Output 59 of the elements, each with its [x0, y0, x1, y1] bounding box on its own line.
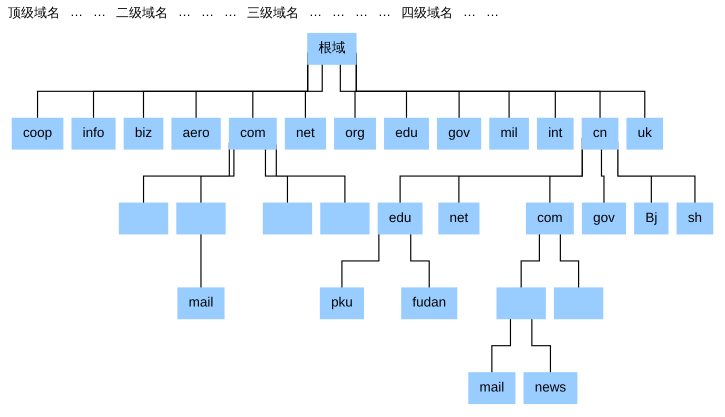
- ellipsis-text: …: [378, 4, 391, 21]
- node-box: coop: [12, 118, 64, 150]
- node-box: [496, 287, 546, 320]
- ellipsis-text: …: [178, 4, 191, 21]
- node-box: [262, 202, 312, 234]
- node-box: com: [526, 202, 574, 234]
- domain-level-label: 四级域名: [401, 4, 453, 22]
- connector: [520, 234, 540, 288]
- node-box: biz: [124, 118, 164, 150]
- node-box: net: [284, 118, 326, 150]
- node-box: org: [334, 118, 376, 150]
- node-box: com: [228, 118, 277, 150]
- connector: [340, 64, 356, 119]
- ellipsis-text: …: [332, 4, 345, 21]
- domain-level-label: 顶级域名: [8, 4, 60, 22]
- node-box: 根域: [307, 32, 357, 65]
- node-box: uk: [626, 118, 664, 150]
- node-box: mil: [489, 118, 529, 150]
- domain-level-label: 二级域名: [116, 4, 168, 22]
- ellipsis-text: …: [463, 4, 476, 21]
- node-box: edu: [378, 202, 423, 234]
- node-box: fudan: [401, 287, 458, 320]
- connector: [600, 149, 605, 204]
- node-box: net: [438, 202, 480, 234]
- node-box: [320, 202, 370, 234]
- node-box: [176, 202, 226, 234]
- node-box: mail: [468, 372, 516, 404]
- connector: [200, 234, 202, 288]
- connector: [304, 64, 323, 119]
- node-box: pku: [320, 287, 364, 320]
- connector: [410, 234, 430, 288]
- connector: [560, 234, 580, 288]
- node-box: edu: [384, 118, 429, 150]
- node-box: aero: [171, 118, 221, 150]
- connector: [264, 149, 288, 204]
- node-box: cn: [582, 118, 618, 150]
- node-box: mail: [177, 287, 225, 320]
- ellipsis-text: …: [70, 4, 83, 21]
- connector: [549, 148, 583, 204]
- node-box: int: [536, 118, 574, 150]
- node-box: info: [71, 118, 116, 150]
- connector: [491, 318, 512, 374]
- ellipsis-text: …: [486, 4, 499, 21]
- node-box: gov: [582, 202, 626, 234]
- ellipsis-text: …: [93, 4, 106, 21]
- connector: [341, 234, 380, 288]
- ellipsis-text: …: [224, 4, 237, 21]
- node-box: [118, 202, 168, 234]
- node-box: gov: [437, 118, 482, 150]
- node-box: [554, 287, 604, 320]
- ellipsis-text: …: [201, 4, 214, 21]
- node-box: Bj: [634, 202, 669, 234]
- node-box: sh: [676, 202, 714, 234]
- node-box: news: [524, 372, 578, 404]
- ellipsis-text: …: [309, 4, 322, 21]
- connector: [531, 318, 552, 374]
- connector: [200, 149, 234, 204]
- domain-level-label: 三级域名: [247, 4, 299, 22]
- ellipsis-text: …: [355, 4, 368, 21]
